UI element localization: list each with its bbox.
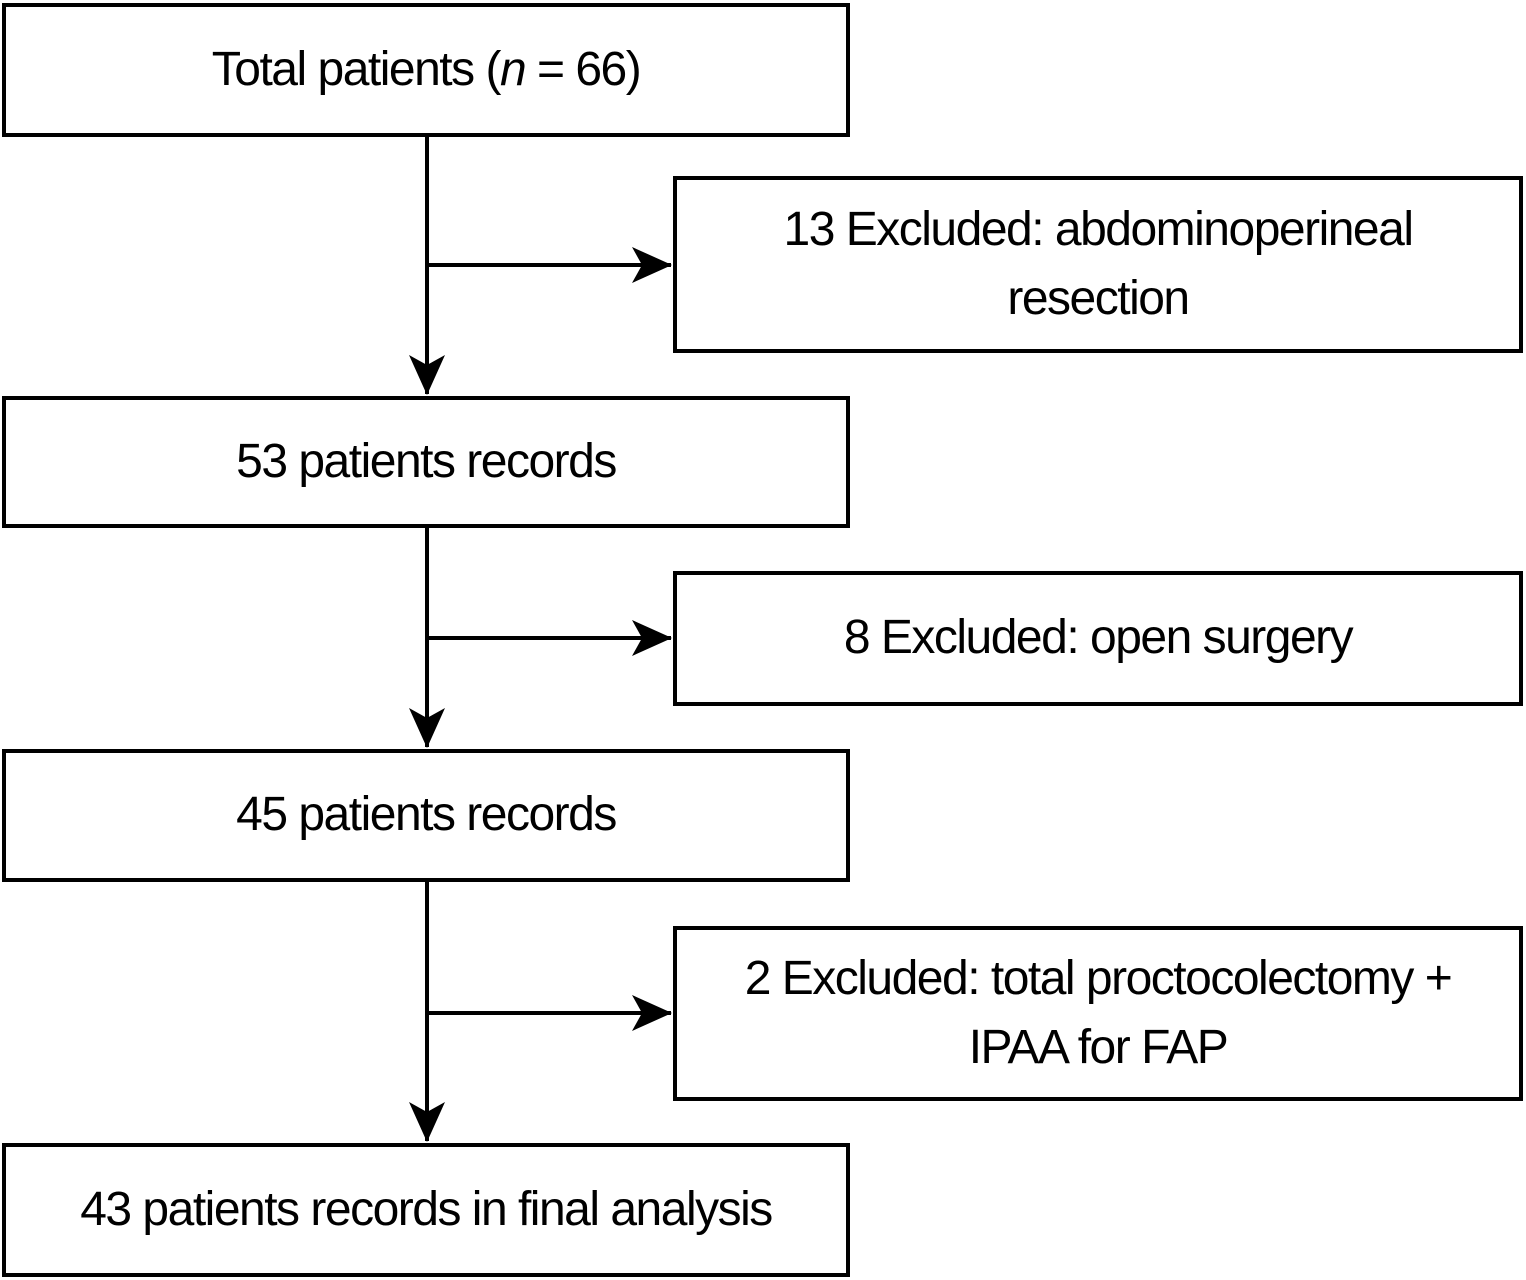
node-final-analysis: 43 patients records in final analysis	[2, 1143, 850, 1277]
node-records-45: 45 patients records	[2, 749, 850, 882]
total-patients-label: Total patients (n = 66)	[211, 36, 642, 104]
total-patients-suffix: = 66)	[525, 42, 642, 96]
node-records-53: 53 patients records	[2, 396, 850, 528]
final-analysis-label: 43 patients records in final analysis	[80, 1182, 773, 1236]
excluded-proctocolectomy-label: 2 Excluded: total proctocolectomy + IPAA…	[744, 952, 1453, 1074]
excluded-open-surgery-label: 8 Excluded: open surgery	[843, 611, 1354, 665]
node-excluded-open-surgery: 8 Excluded: open surgery	[673, 571, 1523, 706]
node-excluded-abdominoperineal: 13 Excluded: abdominoperineal resection	[673, 176, 1523, 353]
excluded-abdominoperineal-label: 13 Excluded: abdominoperineal resection	[783, 203, 1414, 325]
node-total-patients: Total patients (n = 66)	[2, 3, 850, 137]
records-53-label: 53 patients records	[236, 434, 617, 488]
records-45-label: 45 patients records	[236, 788, 617, 842]
total-patients-variable: n	[499, 42, 527, 96]
node-excluded-proctocolectomy: 2 Excluded: total proctocolectomy + IPAA…	[673, 926, 1523, 1101]
total-patients-prefix: Total patients (	[211, 42, 502, 96]
